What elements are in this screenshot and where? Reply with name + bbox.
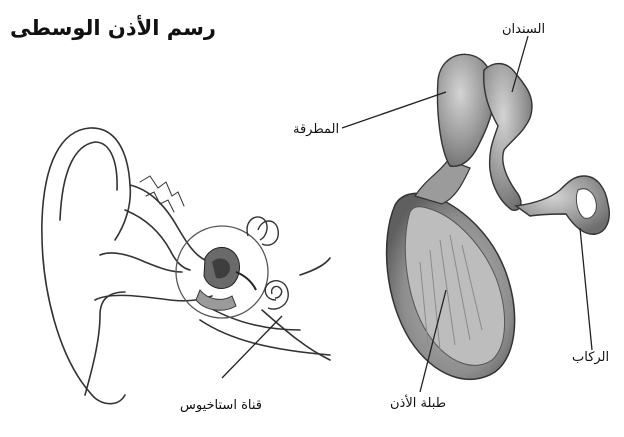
anvil-label: السندان <box>502 22 545 37</box>
anvil-bone <box>484 64 532 211</box>
hammer-leader <box>342 92 446 128</box>
middle-ear-detail <box>196 247 256 310</box>
diagram-title: رسم الأذن الوسطى <box>10 16 216 40</box>
stirrup-leader <box>580 228 592 350</box>
eardrum-label: طبلة الأذن <box>390 396 446 411</box>
eardrum-funnel <box>387 160 515 379</box>
stirrup-bone <box>516 176 609 234</box>
hammer-label: المطرقة <box>293 122 339 137</box>
eustachian-tube-label: قناة استاخيوس <box>180 398 262 413</box>
ear-cross-section <box>42 128 330 404</box>
stirrup-label: الركاب <box>572 350 609 365</box>
